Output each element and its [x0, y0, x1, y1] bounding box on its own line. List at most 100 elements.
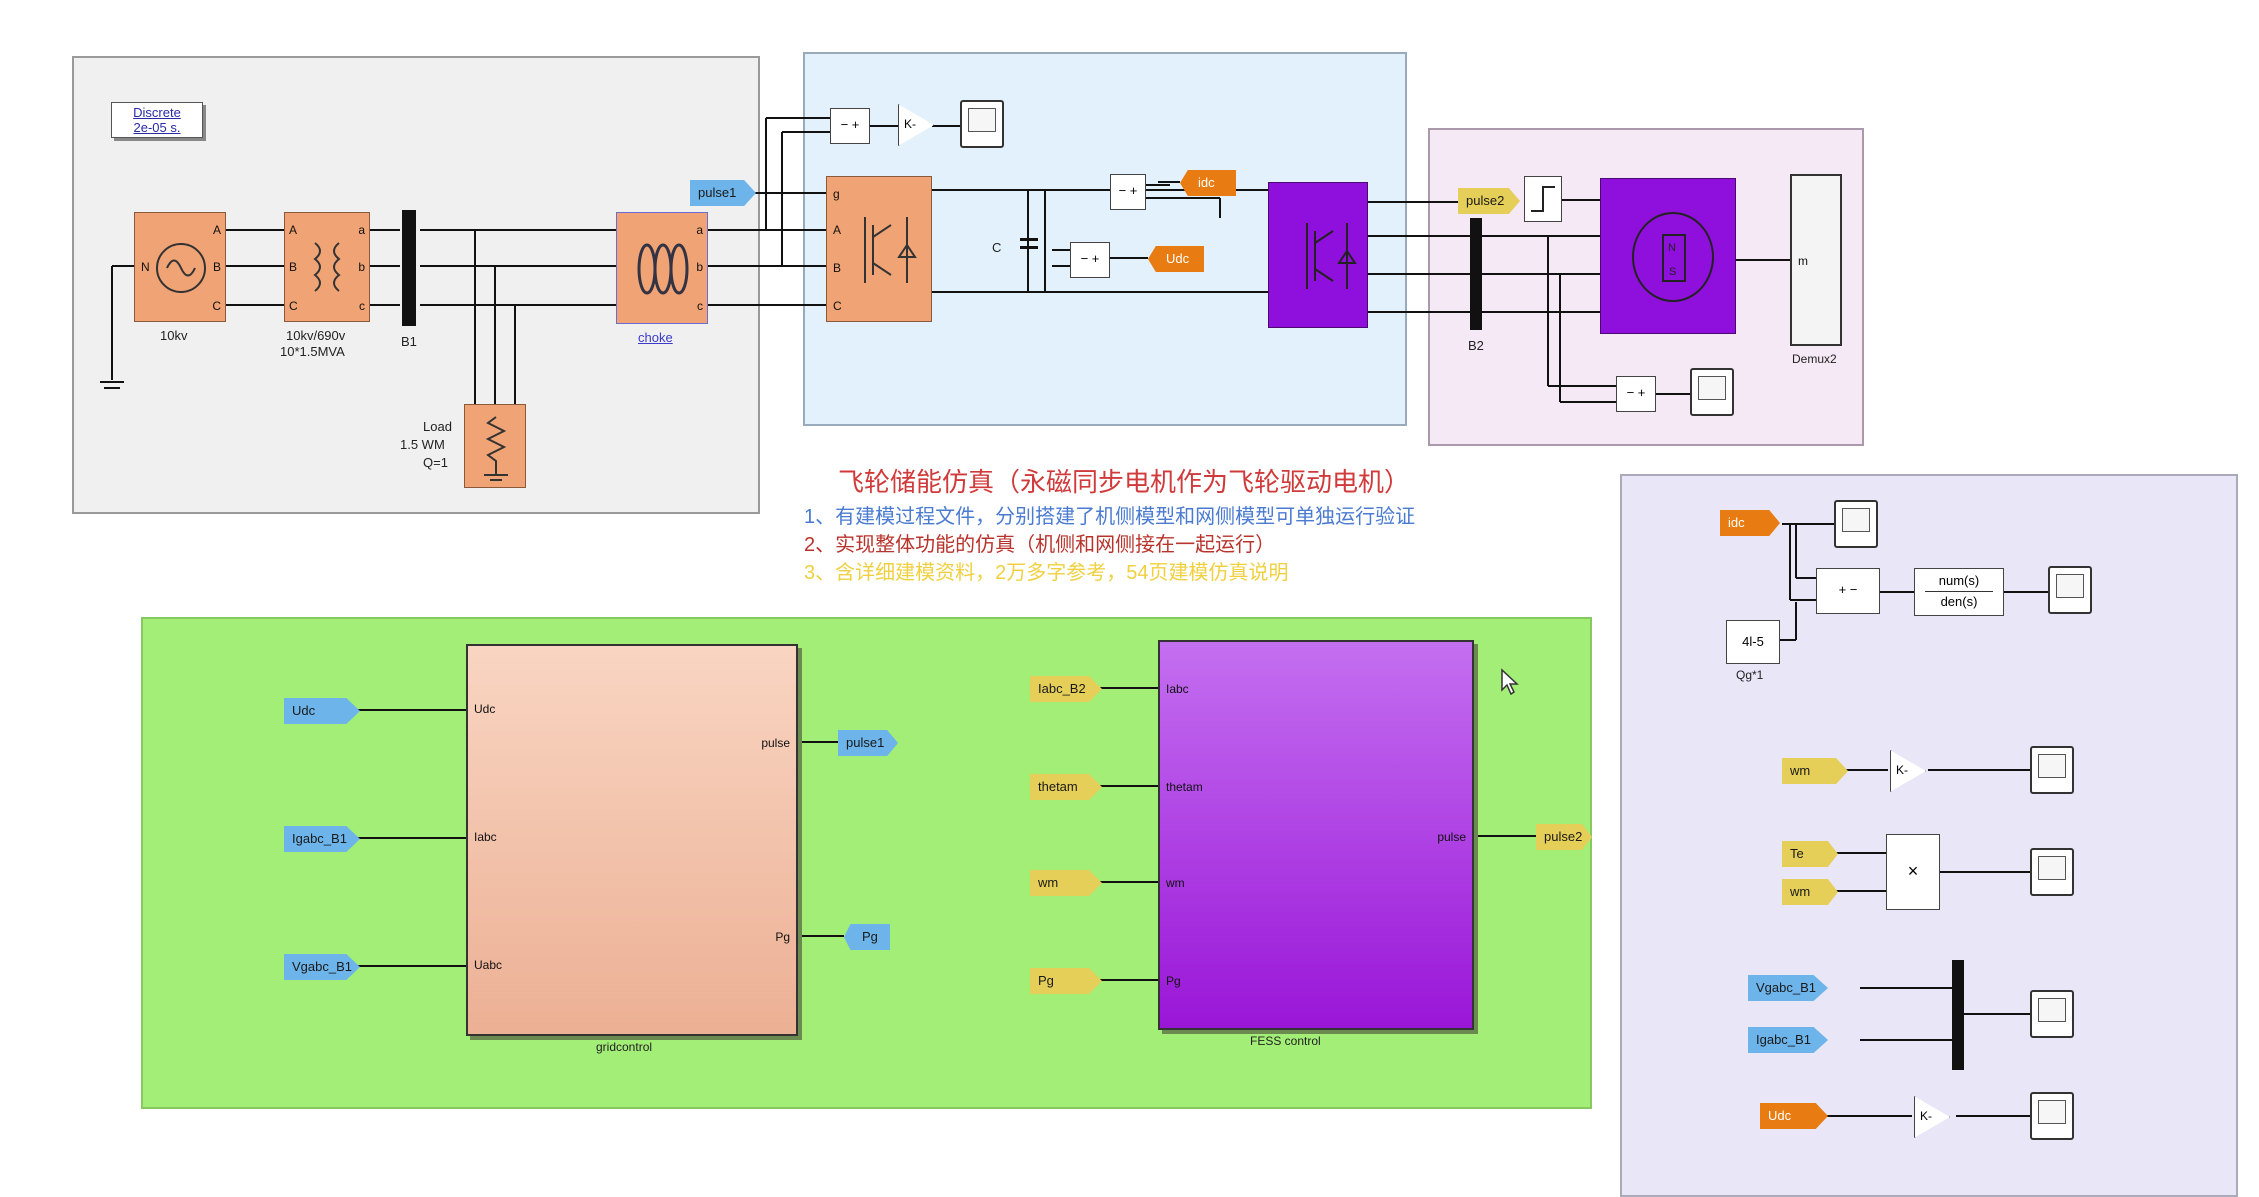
igbt-icon-2 [1306, 223, 1357, 289]
product-block[interactable]: × [1886, 834, 1940, 910]
motor-icon: NS [1632, 212, 1714, 302]
scope-udc[interactable] [2030, 1092, 2074, 1140]
port-b: B [212, 260, 221, 274]
mux-bar[interactable] [1952, 960, 1964, 1070]
tr-port-b: B [289, 260, 298, 274]
ac-source-icon [156, 243, 206, 293]
fess-in-iabc: Iabc [1166, 682, 1189, 696]
from-pg[interactable]: Pg [1030, 968, 1102, 994]
tr-port-a: A [289, 223, 298, 237]
tr-port-c2: c [359, 299, 365, 313]
conv-port-g: g [833, 187, 840, 201]
gridcontrol-subsystem[interactable]: Udc Iabc Uabc pulse Pg [466, 644, 798, 1036]
goto-pulse2[interactable]: pulse2 [1536, 824, 1592, 850]
gc-out-pulse: pulse [761, 736, 790, 750]
goto-idc[interactable]: idc [1180, 170, 1236, 196]
note-3: 3、含详细建模资料，2万多字参考，54页建模仿真说明 [804, 562, 1289, 584]
from-thetam[interactable]: thetam [1030, 774, 1102, 800]
fess-label: FESS control [1250, 1034, 1321, 1048]
igbt-icon [864, 217, 917, 283]
svg-text:S: S [1669, 266, 1676, 278]
demux-block[interactable]: m [1790, 174, 1842, 346]
capacitor-plate-1 [1020, 238, 1038, 241]
load-label-2: 1.5 WM [400, 437, 445, 452]
gc-in-iabc: Iabc [474, 830, 497, 844]
bus-b2[interactable] [1470, 218, 1482, 330]
from-iabc-b2[interactable]: Iabc_B2 [1030, 676, 1102, 702]
tr-port-a2: a [358, 223, 365, 237]
goto-pulse1[interactable]: pulse1 [838, 730, 898, 756]
scope-b2[interactable] [1690, 368, 1734, 416]
gridcontrol-label: gridcontrol [596, 1040, 653, 1054]
powergui-solver-block[interactable]: Discrete 2e-05 s. [111, 102, 203, 138]
subtract-block-udc[interactable]: − + [1070, 242, 1110, 278]
choke-port-c: c [697, 299, 703, 313]
constant-label: Qg*1 [1736, 668, 1764, 682]
transfer-fcn-block[interactable]: num(s) den(s) [1914, 568, 2004, 616]
choke-label: choke [638, 330, 673, 345]
scope-wm[interactable] [2030, 746, 2074, 794]
load-block[interactable] [464, 404, 526, 488]
goto-udc[interactable]: Udc [1148, 246, 1204, 272]
from-igabc[interactable]: Igabc_B1 [284, 826, 360, 852]
goto-pg[interactable]: Pg [844, 924, 890, 950]
fess-out-pulse: pulse [1437, 830, 1466, 844]
from-udc-right[interactable]: Udc [1760, 1103, 1828, 1129]
inductor-icon [637, 243, 689, 295]
note-1: 1、有建模过程文件，分别搭建了机侧模型和网侧模型可单独运行验证 [804, 506, 1416, 528]
goto-pulse2-top[interactable]: pulse2 [1458, 188, 1520, 214]
model-title: 飞轮储能仿真（永磁同步电机作为飞轮驱动电机） [838, 467, 1411, 497]
solver-line2: 2e-05 s. [133, 120, 181, 135]
step-block[interactable] [1524, 176, 1562, 222]
from-udc[interactable]: Udc [284, 698, 360, 724]
note-2: 2、实现整体功能的仿真（机侧和网侧接在一起运行） [804, 534, 1276, 556]
port-n: N [141, 260, 150, 274]
bus-b1-label: B1 [401, 334, 417, 349]
conv-port-c: C [833, 299, 842, 313]
subtract-block-top[interactable]: − + [830, 108, 870, 144]
scope-top-1[interactable] [960, 100, 1004, 148]
ac-source-block[interactable]: N A B C [134, 212, 226, 322]
load-label-1: Load [423, 419, 452, 434]
step-icon [1531, 186, 1555, 212]
from-wm-right-2[interactable]: wm [1782, 879, 1838, 905]
bus-b1[interactable] [402, 210, 416, 326]
fess-control-subsystem[interactable]: Iabc thetam wm Pg pulse [1158, 640, 1474, 1030]
bus-b2-label: B2 [1468, 338, 1484, 353]
choke-block[interactable]: a b c [616, 212, 708, 324]
conv-port-b: B [833, 261, 842, 275]
from-idc[interactable]: idc [1720, 510, 1780, 536]
choke-port-a: a [696, 223, 703, 237]
machine-converter-block[interactable] [1268, 182, 1368, 328]
capacitor-label: C [992, 240, 1002, 255]
from-te[interactable]: Te [1782, 841, 1838, 867]
tf-denominator: den(s) [1940, 594, 1978, 609]
fess-in-wm: wm [1166, 876, 1185, 890]
mouse-cursor-icon [1501, 668, 1519, 696]
grid-converter-block[interactable]: g A B C [826, 176, 932, 322]
solver-line1: Discrete [133, 105, 181, 120]
gc-in-udc: Udc [474, 702, 496, 716]
from-igabc-right[interactable]: Igabc_B1 [1748, 1027, 1828, 1053]
constant-block[interactable]: 4l-5 [1726, 620, 1780, 664]
from-wm[interactable]: wm [1030, 870, 1102, 896]
conv-port-a: A [833, 223, 842, 237]
goto-pulse1-top[interactable]: pulse1 [690, 180, 756, 206]
subtract-block-b2[interactable]: − + [1616, 376, 1656, 412]
source-label: 10kv [160, 328, 188, 343]
capacitor-plate-2 [1020, 246, 1038, 249]
demux-port-m: m [1798, 254, 1808, 268]
scope-tf[interactable] [2048, 566, 2092, 614]
svg-text:N: N [1668, 242, 1676, 254]
sum-block[interactable]: + − [1816, 568, 1880, 614]
transformer-label-2: 10*1.5MVA [280, 344, 345, 359]
from-vgabc[interactable]: Vgabc_B1 [284, 954, 360, 980]
from-vgabc-right[interactable]: Vgabc_B1 [1748, 975, 1828, 1001]
subtract-block-idc[interactable]: − + [1110, 174, 1146, 210]
transformer-block[interactable]: A B C a b c [284, 212, 370, 322]
scope-idc[interactable] [1834, 500, 1878, 548]
from-wm-right[interactable]: wm [1782, 758, 1848, 784]
scope-power[interactable] [2030, 848, 2074, 896]
scope-grid[interactable] [2030, 990, 2074, 1038]
